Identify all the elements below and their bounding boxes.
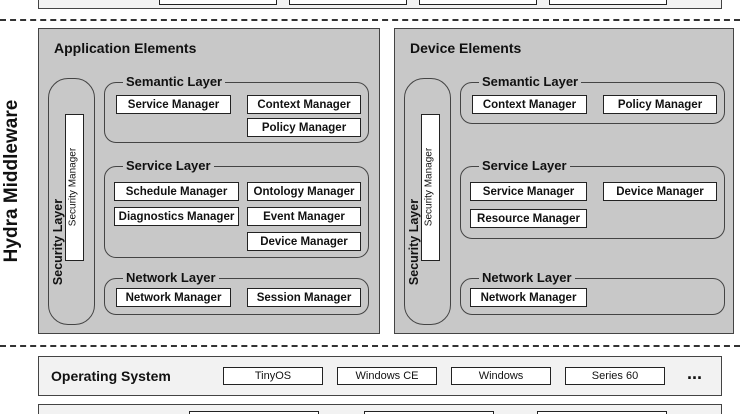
app-security-layer	[48, 78, 95, 325]
top-strip-box-2	[289, 0, 407, 5]
operating-system-strip: Operating System TinyOS Windows CE Windo…	[38, 356, 722, 396]
top-divider	[0, 19, 740, 21]
app-service-layer-title: Service Layer	[123, 158, 214, 173]
os-tinyos: TinyOS	[223, 367, 323, 385]
dev-context-manager: Context Manager	[472, 95, 587, 114]
app-semantic-layer-title: Semantic Layer	[123, 74, 226, 89]
application-elements-panel: Application Elements Security Layer Secu…	[38, 28, 380, 334]
bottom-strip	[38, 404, 722, 414]
dev-service-manager: Service Manager	[470, 182, 587, 201]
dev-security-layer-label: Security Layer	[407, 187, 421, 297]
app-session-manager: Session Manager	[247, 288, 361, 307]
top-strip: ...	[38, 0, 722, 9]
app-service-layer	[104, 166, 369, 258]
app-policy-manager: Policy Manager	[247, 118, 361, 137]
dev-service-layer-title: Service Layer	[479, 158, 570, 173]
dev-policy-manager: Policy Manager	[603, 95, 717, 114]
bottom-strip-box-2	[364, 411, 494, 414]
bottom-divider	[0, 345, 740, 347]
app-service-manager: Service Manager	[116, 95, 231, 114]
os-windows: Windows	[451, 367, 551, 385]
top-strip-more: ...	[689, 0, 702, 3]
dev-security-manager-label: Security Manager	[423, 147, 435, 227]
application-elements-title: Application Elements	[54, 40, 197, 56]
app-schedule-manager: Schedule Manager	[114, 182, 239, 201]
app-diagnostics-manager: Diagnostics Manager	[114, 207, 239, 226]
app-network-layer	[104, 278, 369, 315]
os-windows-ce: Windows CE	[337, 367, 437, 385]
app-security-manager-box	[65, 114, 84, 261]
app-semantic-layer	[104, 82, 369, 143]
device-elements-title: Device Elements	[410, 40, 522, 56]
dev-service-layer	[460, 166, 725, 239]
dev-security-manager-box	[421, 114, 440, 261]
os-series-60: Series 60	[565, 367, 665, 385]
app-event-manager: Event Manager	[247, 207, 361, 226]
top-strip-box-3	[419, 0, 537, 5]
app-ontology-manager: Ontology Manager	[247, 182, 361, 201]
dev-semantic-layer-title: Semantic Layer	[479, 74, 582, 89]
app-context-manager: Context Manager	[247, 95, 361, 114]
dev-semantic-layer	[460, 82, 725, 124]
app-network-manager: Network Manager	[116, 288, 231, 307]
dev-network-layer	[460, 278, 725, 315]
bottom-strip-box-1	[189, 411, 319, 414]
bottom-strip-box-3	[537, 411, 667, 414]
dev-resource-manager: Resource Manager	[470, 209, 587, 228]
dev-network-manager: Network Manager	[470, 288, 587, 307]
os-more: ...	[687, 363, 703, 383]
app-device-manager: Device Manager	[247, 232, 361, 251]
dev-security-layer	[404, 78, 451, 325]
operating-system-title: Operating System	[51, 368, 171, 384]
dev-network-layer-title: Network Layer	[479, 270, 575, 285]
app-network-layer-title: Network Layer	[123, 270, 219, 285]
top-strip-box-4	[549, 0, 667, 5]
top-strip-box-1	[159, 0, 277, 5]
device-elements-panel: Device Elements Security Layer Security …	[394, 28, 734, 334]
app-security-manager-label: Security Manager	[67, 147, 79, 227]
dev-device-manager: Device Manager	[603, 182, 717, 201]
app-security-layer-label: Security Layer	[51, 187, 65, 297]
hydra-middleware-label: Hydra Middleware	[1, 99, 22, 263]
